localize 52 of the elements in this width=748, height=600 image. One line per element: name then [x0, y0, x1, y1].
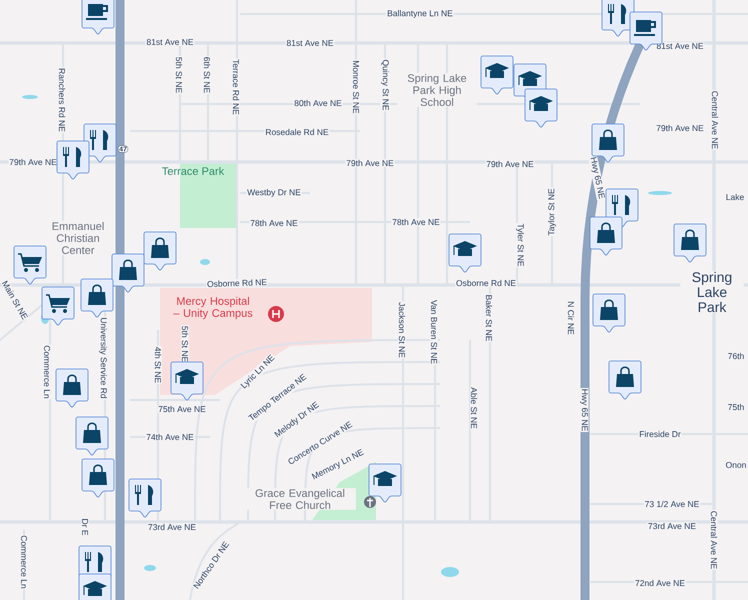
street-label: Osborne Rd NE — [455, 279, 517, 287]
street-label: N Cir NE — [567, 300, 575, 336]
street-label: Ballantyne Ln NE — [386, 9, 454, 19]
street-label: 4th St NE — [154, 346, 162, 384]
street-label: Jackson St NE — [398, 301, 406, 359]
street-label: Commerce Ln — [43, 344, 51, 400]
street-label: Fireside Dr — [638, 430, 682, 438]
street-label: 79th Ave NE — [655, 124, 705, 132]
street-label: Westby Dr NE — [246, 188, 302, 198]
street-label: Taylor St NE — [547, 188, 557, 236]
street-label: Tyler St NE — [515, 222, 525, 268]
street-label: 75th Ave NE — [157, 405, 207, 413]
park-label: Terrace Park — [162, 166, 224, 176]
street-label: 76th — [726, 352, 746, 360]
street-label: 81st Ave NE — [286, 39, 334, 47]
street-label: Able St NE — [470, 386, 478, 430]
street-label: 5th St NE — [175, 56, 183, 94]
street-label: 73rd Ave NE — [147, 523, 197, 531]
street-label: Commerce Ln — [20, 534, 28, 590]
street-label: Central Ave NE — [710, 510, 718, 570]
street-label: 79th Ave NE — [485, 160, 535, 168]
street-label: Ranchers Rd NE — [58, 67, 66, 133]
street-label: Van Buren St NE — [430, 299, 438, 365]
street-label: 79th Ave NE — [8, 158, 58, 166]
street-label: Osborne Rd NE — [206, 278, 268, 288]
street-label: Onon — [724, 461, 748, 469]
street-label: 80th Ave NE — [293, 99, 343, 107]
street-label: 72nd Ave NE — [634, 579, 686, 587]
street-label: Quincy St NE — [380, 58, 390, 112]
street-label: Baker St NE — [485, 294, 493, 342]
city-label: Spring Lake Park — [680, 271, 744, 313]
street-label: 78th Ave NE — [249, 219, 299, 227]
street-label: Monroe St NE — [352, 60, 360, 114]
street-label: Central Ave NE — [711, 90, 719, 150]
street-label: 73rd Ave NE — [647, 522, 697, 530]
place-label: Grace Evangelical Free Church — [244, 488, 356, 510]
street-label: Lake — [724, 193, 746, 201]
street-label: 81st Ave NE — [146, 38, 194, 46]
hospital-label: Mercy Hospital – Unity Campus — [173, 296, 252, 320]
street-label: 6th St NE — [203, 56, 211, 94]
street-label: 79th Ave NE — [345, 159, 395, 167]
street-label: 73 1/2 Ave NE — [644, 500, 700, 508]
street-label: 78th Ave NE — [391, 218, 441, 226]
place-label: Spring Lake Park High School — [397, 73, 477, 107]
street-label: University Service Rd — [98, 316, 108, 400]
street-label: Hwy 65 NE — [588, 155, 606, 201]
street-label: 75th — [726, 403, 746, 411]
street-label: Terrace Rd NE — [232, 58, 240, 116]
place-label: Emmanuel Christian Center — [42, 221, 114, 255]
street-label: 74th Ave NE — [145, 433, 195, 441]
street-label: 5th St NE — [181, 325, 189, 363]
street-label: Rosedale Rd NE — [264, 128, 330, 136]
